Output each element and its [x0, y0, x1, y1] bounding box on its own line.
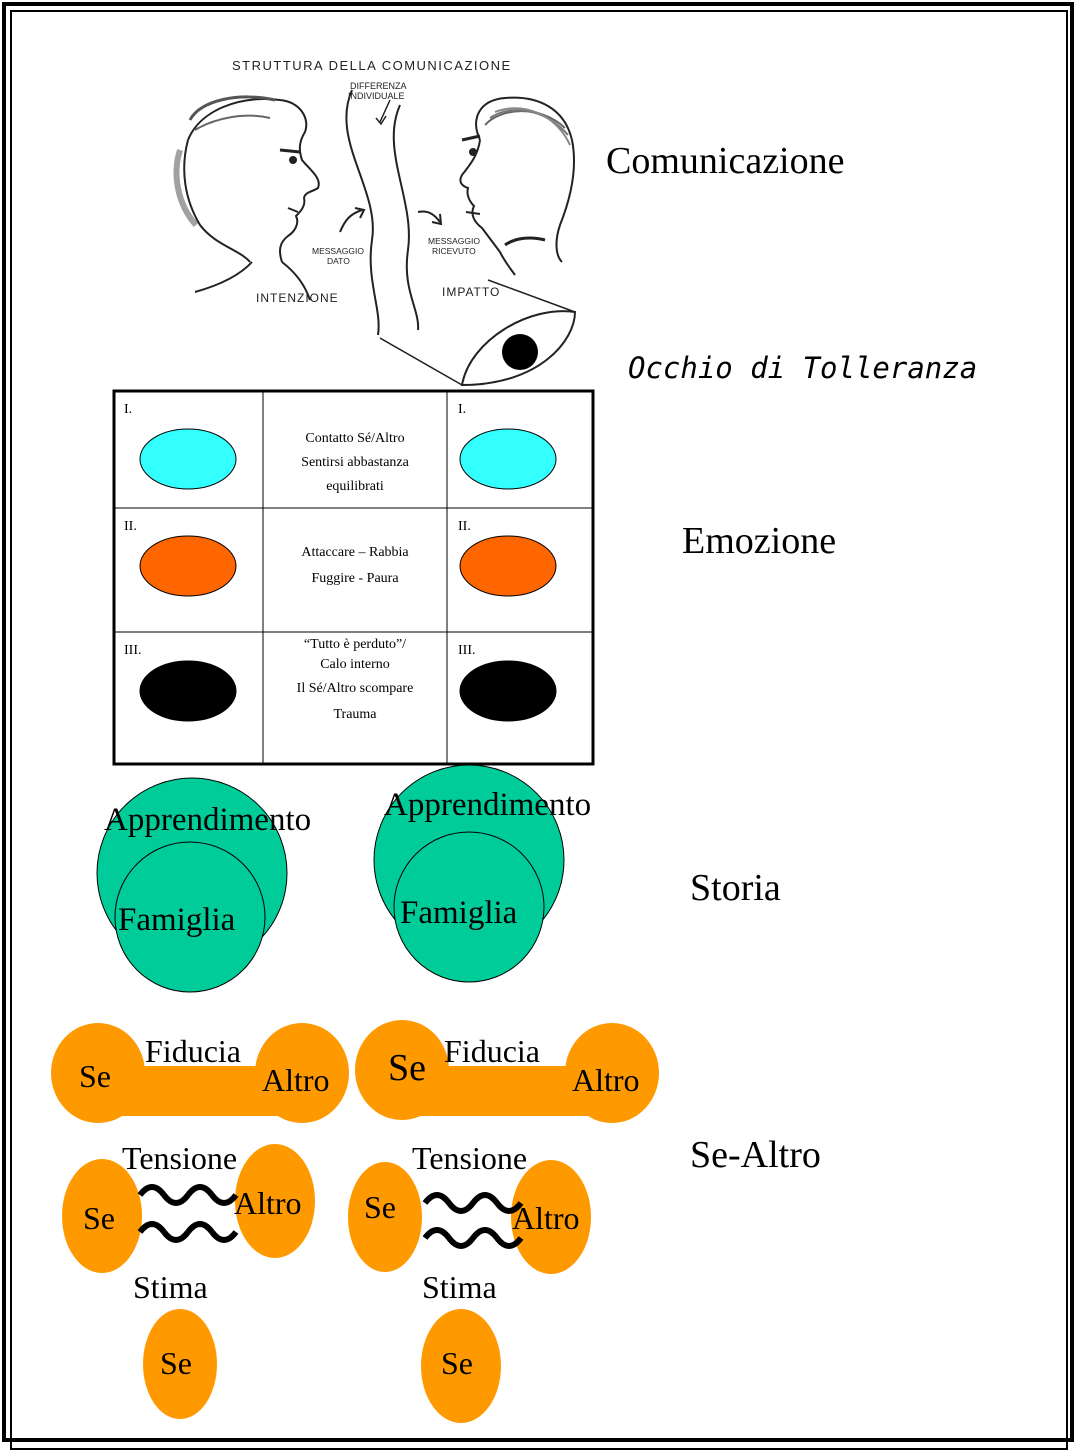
row2-ellipse-left: [139, 535, 237, 597]
row1-ellipse-left: [139, 428, 237, 490]
row3-line4: Trauma: [333, 707, 377, 722]
message-sent-label-2: DATO: [327, 256, 350, 266]
row3-line2: Calo interno: [320, 657, 390, 672]
history-diagram-left: [96, 777, 288, 993]
trust-self-left: Se: [79, 1058, 111, 1094]
row3-num-left: III.: [124, 643, 142, 658]
eye-of-tolerance: [460, 310, 577, 387]
esteem-self-right: Se: [441, 1345, 473, 1381]
message-received-label-1: MESSAGGIO: [428, 236, 480, 246]
row1-ellipse-right: [459, 428, 557, 490]
tension-label-right: Tensione: [412, 1140, 527, 1176]
individual-difference-channel: [345, 89, 420, 336]
eye-of-tolerance-label: Occhio di Tolleranza: [628, 351, 977, 385]
eye-cone-upper: [487, 279, 576, 313]
history-diagram-right: [373, 764, 565, 983]
trust-diagram-right: [355, 1020, 659, 1123]
eye-cone-lower: [379, 337, 463, 386]
esteem-self-ellipse-right: [421, 1309, 501, 1423]
tension-diagram-right: [348, 1160, 591, 1274]
tension-label-left: Tensione: [122, 1140, 237, 1176]
sent-arrow: [339, 209, 363, 233]
esteem-self-left: Se: [160, 1345, 192, 1381]
sent-arrow-head: [354, 207, 366, 219]
message-received-label-2: RICEVUTO: [432, 246, 476, 256]
esteem-label-left: Stima: [133, 1269, 208, 1305]
learning-label-right: Apprendimento: [384, 787, 591, 823]
esteem-self-ellipse-left: [143, 1309, 217, 1419]
impact-label: IMPATTO: [442, 285, 500, 299]
tension-diagram-left: [62, 1144, 315, 1273]
trust-diagram-left: [51, 1023, 349, 1123]
trust-label-right: Fiducia: [444, 1033, 540, 1069]
row3-num-right: III.: [458, 643, 476, 658]
row2-line1: Attaccare – Rabbia: [301, 545, 409, 560]
tension-other-left: Altro: [234, 1185, 302, 1221]
received-arrow: [417, 210, 441, 223]
emotion-label: Emozione: [682, 520, 836, 562]
row3-ellipse-left: [139, 660, 237, 722]
history-label: Storia: [690, 867, 781, 909]
row1-line2: Sentirsi abbastanza: [301, 455, 409, 470]
tension-self-right: Se: [364, 1189, 396, 1225]
difference-label-1: DIFFERENZA: [350, 81, 407, 91]
row1-line3: equilibrati: [326, 479, 384, 494]
row1-num-right: I.: [458, 402, 466, 417]
esteem-label-right: Stima: [422, 1269, 497, 1305]
trust-label-left: Fiducia: [145, 1033, 241, 1069]
message-sent-label-1: MESSAGGIO: [312, 246, 364, 256]
sketch-title: STRUTTURA DELLA COMUNICAZIONE: [232, 58, 512, 73]
communication-sketch: [173, 89, 576, 386]
difference-label-2: INDIVIDUALE: [348, 91, 405, 101]
trust-other-right: Altro: [572, 1062, 640, 1098]
row3-line1: “Tutto è perduto”/: [304, 637, 406, 652]
row1-line1: Contatto Sé/Altro: [305, 431, 404, 446]
received-arrow-head: [431, 213, 443, 226]
family-label-left: Famiglia: [118, 902, 236, 938]
row3-ellipse-right: [459, 660, 557, 722]
row2-num-right: II.: [458, 519, 471, 534]
row2-num-left: II.: [124, 519, 137, 534]
self-other-label: Se-Altro: [690, 1134, 821, 1176]
intention-label: INTENZIONE: [256, 291, 339, 305]
trust-other-left: Altro: [262, 1062, 330, 1098]
communication-label: Comunicazione: [606, 140, 844, 182]
family-label-right: Famiglia: [400, 895, 518, 931]
row2-ellipse-right: [459, 535, 557, 597]
tension-self-left: Se: [83, 1200, 115, 1236]
row3-line3: Il Sé/Altro scompare: [297, 681, 414, 696]
trust-self-right: Se: [388, 1047, 426, 1089]
learning-label-left: Apprendimento: [104, 802, 311, 838]
tension-other-right: Altro: [512, 1200, 580, 1236]
man-figure: [173, 95, 320, 301]
row2-line2: Fuggire - Paura: [311, 571, 399, 586]
woman-figure: [459, 96, 576, 276]
row1-num-left: I.: [124, 402, 132, 417]
